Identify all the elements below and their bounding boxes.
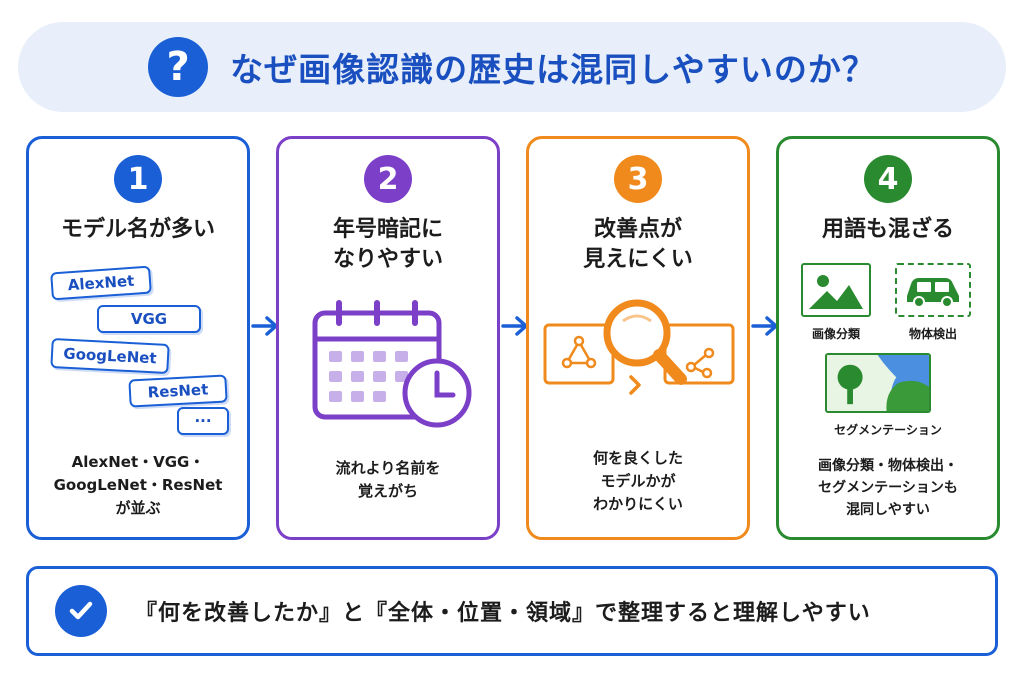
card-description: 何を良くした モデルかが わかりにくい <box>592 449 683 513</box>
card-year-memorization: 2 年号暗記に なりやすい 流れより名前を 覚えがち <box>276 136 500 540</box>
card-terms-mixed: 4 用語も混ざる 画像分類 物体検出 セグメンテーション 画像分類・物体検出・ <box>776 136 1000 540</box>
header-banner: ? なぜ画像認識の歴史は混同しやすいのか？ <box>18 22 1006 112</box>
step-number-4: 4 <box>864 155 912 203</box>
summary-box: 『何を改善したか』と『全体・位置・領域』で整理すると理解しやすい <box>26 566 998 656</box>
card-title: 年号暗記に なりやすい <box>332 217 443 272</box>
step-number-3: 3 <box>614 155 662 203</box>
model-tag-alexnet: AlexNet <box>50 265 152 301</box>
model-tag-googlenet: GoogLeNet <box>50 337 170 375</box>
term-label-detection: 物体検出 <box>908 327 957 341</box>
model-tag-vgg: VGG <box>97 305 201 333</box>
card-title: 改善点が 見えにくい <box>583 217 693 272</box>
magnifier-compare-icon <box>543 299 735 395</box>
term-label-classification: 画像分類 <box>811 327 860 341</box>
summary-text: 『何を改善したか』と『全体・位置・領域』で整理すると理解しやすい <box>135 601 871 626</box>
card-title: モデル名が多い <box>60 217 215 242</box>
step-number-1: 1 <box>114 155 162 203</box>
term-label-segmentation: セグメンテーション <box>834 423 942 437</box>
image-classification-icon <box>801 263 871 317</box>
segmentation-icon <box>825 353 931 413</box>
question-icon: ? <box>148 37 209 97</box>
model-tags-icon: AlexNet VGG GoogLeNet ResNet ··· <box>29 139 247 537</box>
page-title: なぜ画像認識の歴史は混同しやすいのか？ <box>230 50 876 89</box>
card-description: 流れより名前を 覚えがち <box>335 459 441 500</box>
card-description: 画像分類・物体検出・ セグメンテーションも 混同しやすい <box>818 458 958 518</box>
card-hard-to-see-improvements: 3 改善点が 見えにくい 何を良くした モデルかが わかりにくい <box>526 136 750 540</box>
card-description: AlexNet・VGG・ GoogLeNet・ResNet が並ぶ <box>53 453 223 517</box>
model-tag-resnet: ResNet <box>128 374 228 408</box>
check-icon <box>55 585 107 637</box>
step-number-2: 2 <box>364 155 412 203</box>
card-title: 用語も混ざる <box>821 217 954 242</box>
calendar-clock-icon <box>312 300 472 428</box>
card-model-names: 1 モデル名が多い AlexNet VGG GoogLeNet ResNet ·… <box>26 136 250 540</box>
object-detection-icon <box>895 263 971 317</box>
model-tag-more: ··· <box>177 407 229 435</box>
